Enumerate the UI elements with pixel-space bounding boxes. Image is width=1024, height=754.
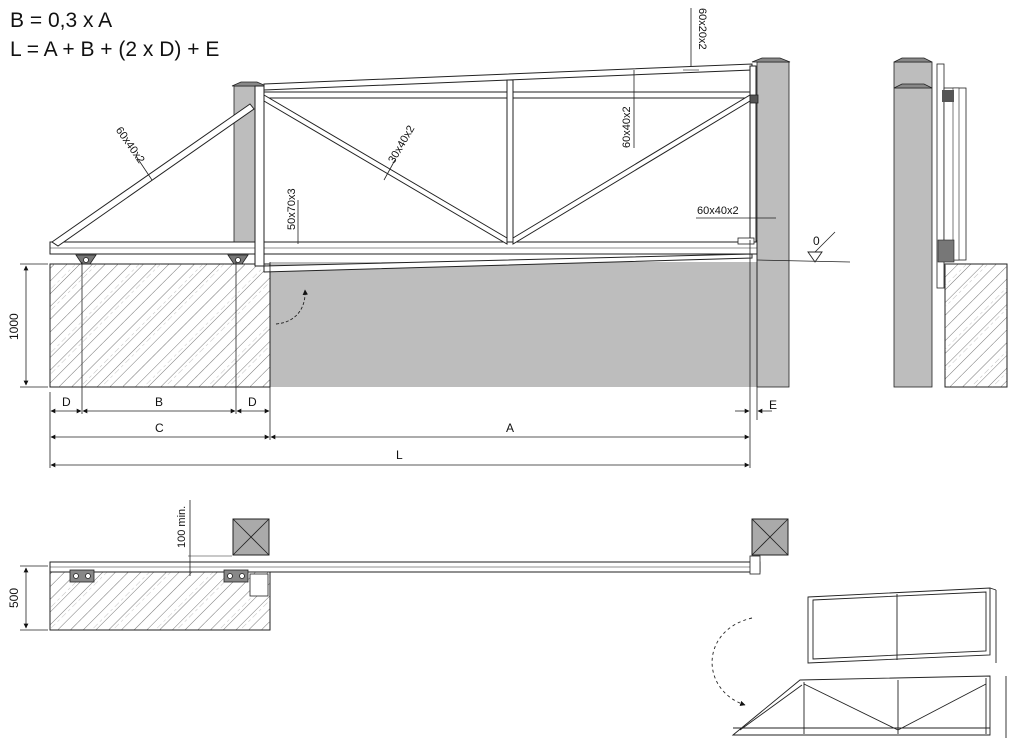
plan-view: 100 min. 500 bbox=[7, 500, 789, 631]
level-label: 0 bbox=[813, 234, 820, 248]
dimension-labels: 1000 D B D E C A L bbox=[7, 313, 777, 462]
dim-c: C bbox=[155, 421, 164, 435]
label-strut: 60x40x2 bbox=[113, 125, 147, 166]
formula-l: L = A + B + (2 x D) + E bbox=[10, 38, 220, 61]
dim-d-left: D bbox=[62, 395, 71, 409]
label-bottom-beam: 50x70x3 bbox=[286, 188, 298, 230]
isometric-sketch bbox=[711, 587, 1007, 738]
dim-b: B bbox=[155, 395, 163, 409]
front-elevation: 0 60x40x2 30x40x2 60x20x2 60 bbox=[7, 8, 851, 468]
carriage-rollers bbox=[75, 94, 759, 265]
level-marker bbox=[807, 251, 823, 263]
dimension-lines bbox=[20, 262, 772, 468]
dim-d-right: D bbox=[248, 395, 257, 409]
wall-fill bbox=[270, 262, 789, 387]
label-diagonal: 30x40x2 bbox=[386, 124, 417, 166]
ground-line bbox=[756, 259, 851, 263]
side-view bbox=[893, 57, 1008, 388]
dim-a: A bbox=[506, 421, 514, 435]
label-front-end: 60x40x2 bbox=[697, 205, 739, 217]
front-post-cap bbox=[751, 57, 791, 63]
rear-post-cap bbox=[231, 81, 267, 87]
dim-min-clearance: 100 min. bbox=[176, 506, 188, 548]
gate-frame bbox=[49, 63, 758, 273]
plan-rollers bbox=[69, 569, 269, 597]
dim-l: L bbox=[396, 448, 403, 462]
front-post bbox=[756, 61, 790, 388]
dim-width: 500 bbox=[7, 588, 21, 608]
formula-b: B = 0,3 x A bbox=[10, 9, 113, 32]
rotation-arrow bbox=[275, 289, 308, 325]
side-wall bbox=[893, 61, 933, 388]
dim-height: 1000 bbox=[7, 313, 21, 340]
label-vertical-post: 60x40x2 bbox=[621, 106, 633, 148]
label-top-rail: 60x20x2 bbox=[696, 8, 708, 50]
dim-e: E bbox=[769, 398, 777, 412]
